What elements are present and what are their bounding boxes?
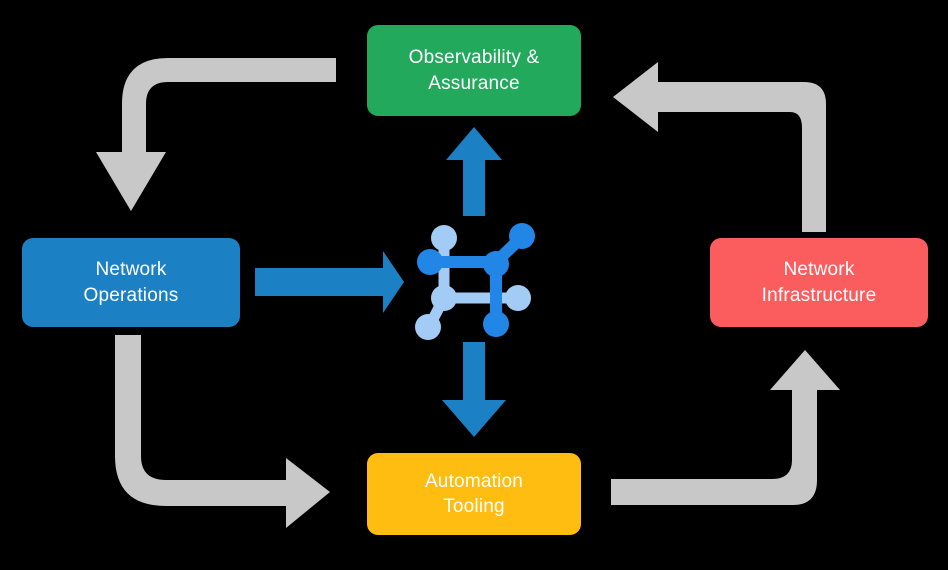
arrow-automation-to-infrastructure bbox=[611, 350, 840, 505]
arrow-operations-to-center bbox=[255, 251, 404, 313]
node-network-infrastructure[interactable]: Network Infrastructure bbox=[710, 238, 928, 327]
arrow-operations-to-automation bbox=[115, 335, 330, 528]
node-label-automation: Automation Tooling bbox=[424, 470, 524, 517]
arrow-center-to-automation bbox=[442, 342, 506, 437]
node-automation-tooling[interactable]: Automation Tooling bbox=[367, 453, 581, 535]
arrow-infrastructure-to-observability bbox=[613, 62, 826, 232]
node-label-infrastructure: Network Infrastructure bbox=[761, 259, 877, 306]
arrow-center-to-observability bbox=[446, 127, 502, 216]
node-observability-assurance[interactable]: Observability & Assurance bbox=[367, 25, 581, 116]
node-network-operations[interactable]: Network Operations bbox=[22, 238, 240, 327]
node-label-observability: Observability & Assurance bbox=[408, 47, 540, 94]
arrow-observability-to-operations bbox=[96, 58, 336, 211]
node-label-operations: Network Operations bbox=[83, 259, 179, 306]
